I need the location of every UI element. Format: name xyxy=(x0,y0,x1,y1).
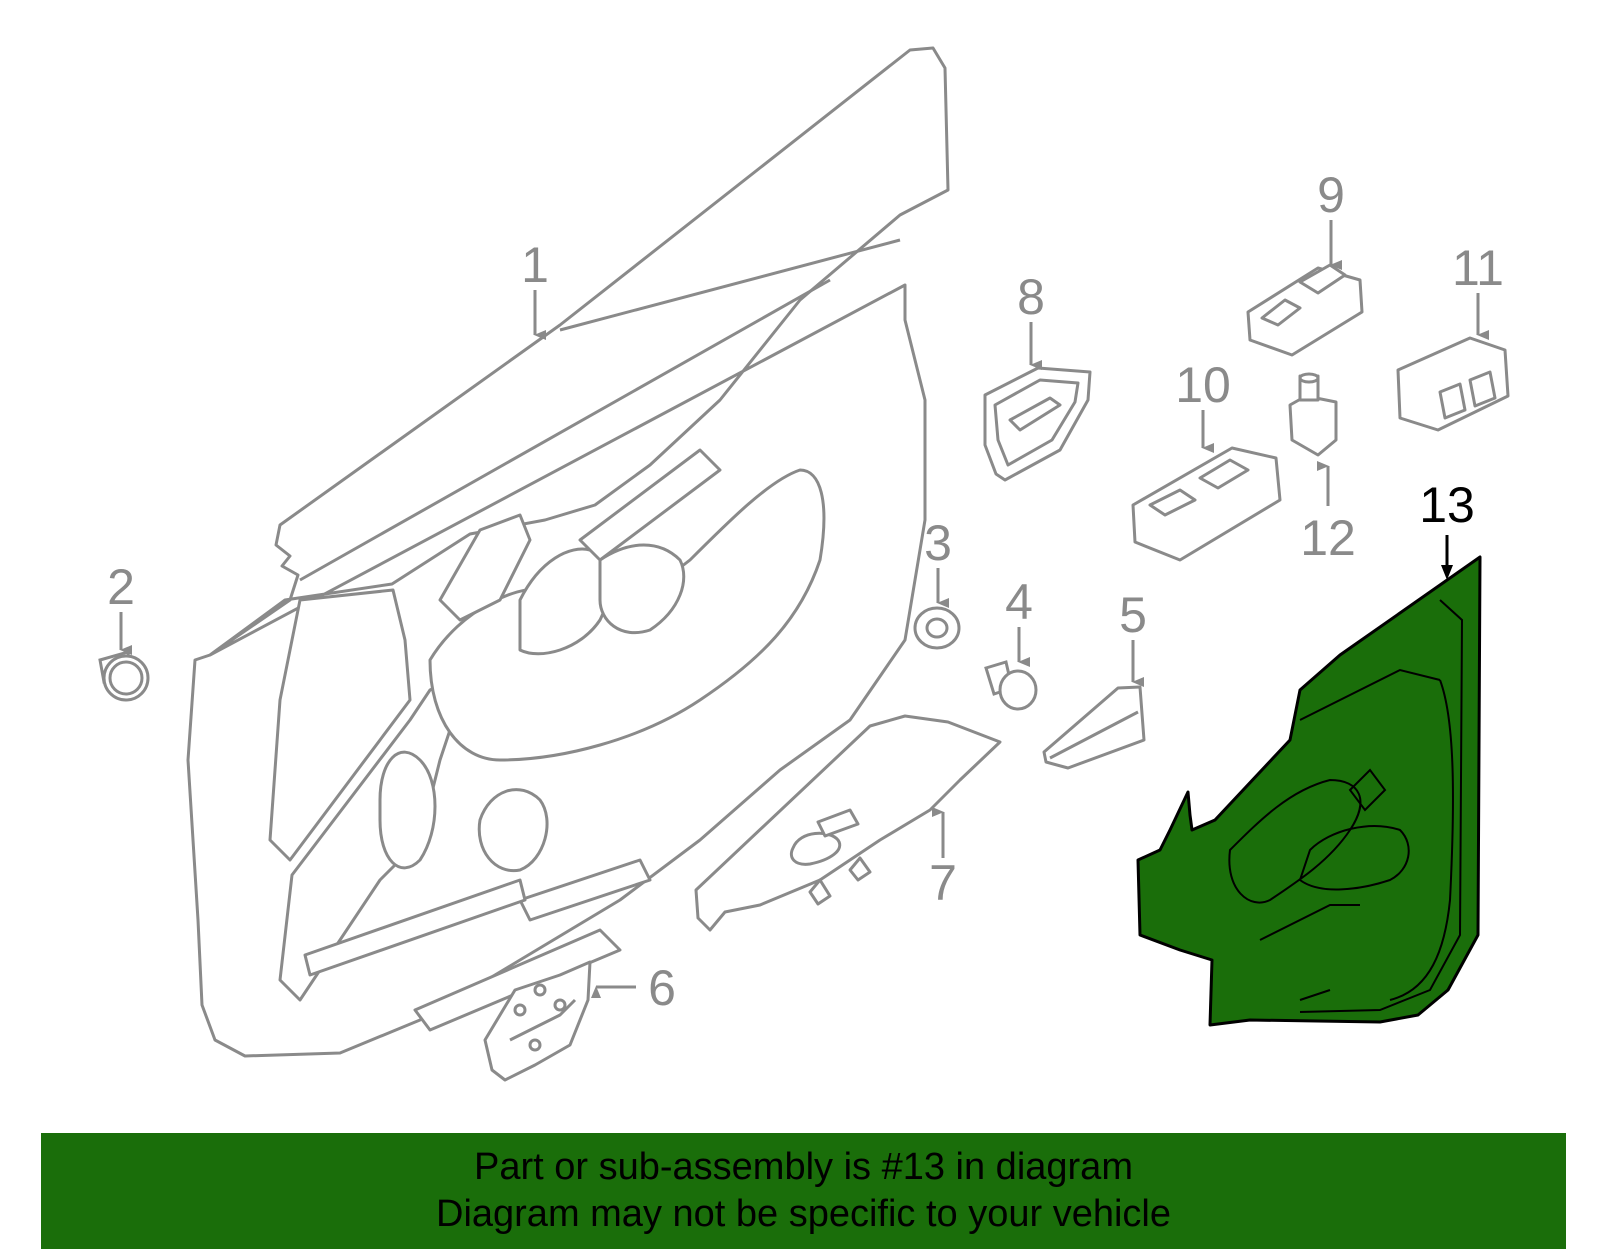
callout-7: 7 xyxy=(929,855,957,911)
part-3-grommet[interactable] xyxy=(913,606,961,650)
part-1-door-trim-panel[interactable] xyxy=(186,46,950,1058)
callout-13: 13 xyxy=(1419,477,1475,533)
callout-8: 8 xyxy=(1017,269,1045,325)
callout-3: 3 xyxy=(924,515,952,571)
part-10-switch[interactable] xyxy=(1131,446,1282,562)
callout-6: 6 xyxy=(648,960,676,1016)
callout-5: 5 xyxy=(1119,587,1147,643)
callout-10: 10 xyxy=(1175,357,1231,413)
info-banner: Part or sub-assembly is #13 in diagram D… xyxy=(41,1133,1566,1249)
part-7-switch-finisher[interactable] xyxy=(694,714,1002,932)
leader-arrow-13 xyxy=(1441,535,1453,580)
info-banner-background xyxy=(41,1133,1566,1249)
banner-line-part: Part or sub-assembly is #13 in diagram xyxy=(474,1146,1133,1188)
part-13-door-trim-assembly[interactable] xyxy=(1136,555,1482,1027)
part-2-clip[interactable] xyxy=(98,650,150,702)
callout-1: 1 xyxy=(521,237,549,293)
part-12-switch[interactable] xyxy=(1288,372,1338,457)
part-11-switch[interactable] xyxy=(1396,336,1510,432)
callout-12: 12 xyxy=(1300,510,1356,566)
callout-11: 11 xyxy=(1452,240,1504,296)
part-6-bracket[interactable] xyxy=(483,960,592,1082)
callout-4: 4 xyxy=(1005,574,1033,630)
callout-labels: 1 2 3 4 5 6 7 8 9 10 11 12 13 xyxy=(107,167,1504,1016)
part-9-switch[interactable] xyxy=(1246,263,1364,357)
part-8-inside-handle[interactable] xyxy=(983,366,1092,482)
part-5-garnish[interactable] xyxy=(1042,685,1146,770)
callout-2: 2 xyxy=(107,559,135,615)
part-4-screw[interactable] xyxy=(984,660,1038,711)
leader-arrows xyxy=(119,220,1489,998)
banner-line-disclaimer: Diagram may not be specific to your vehi… xyxy=(436,1193,1171,1235)
callout-9: 9 xyxy=(1317,167,1345,223)
